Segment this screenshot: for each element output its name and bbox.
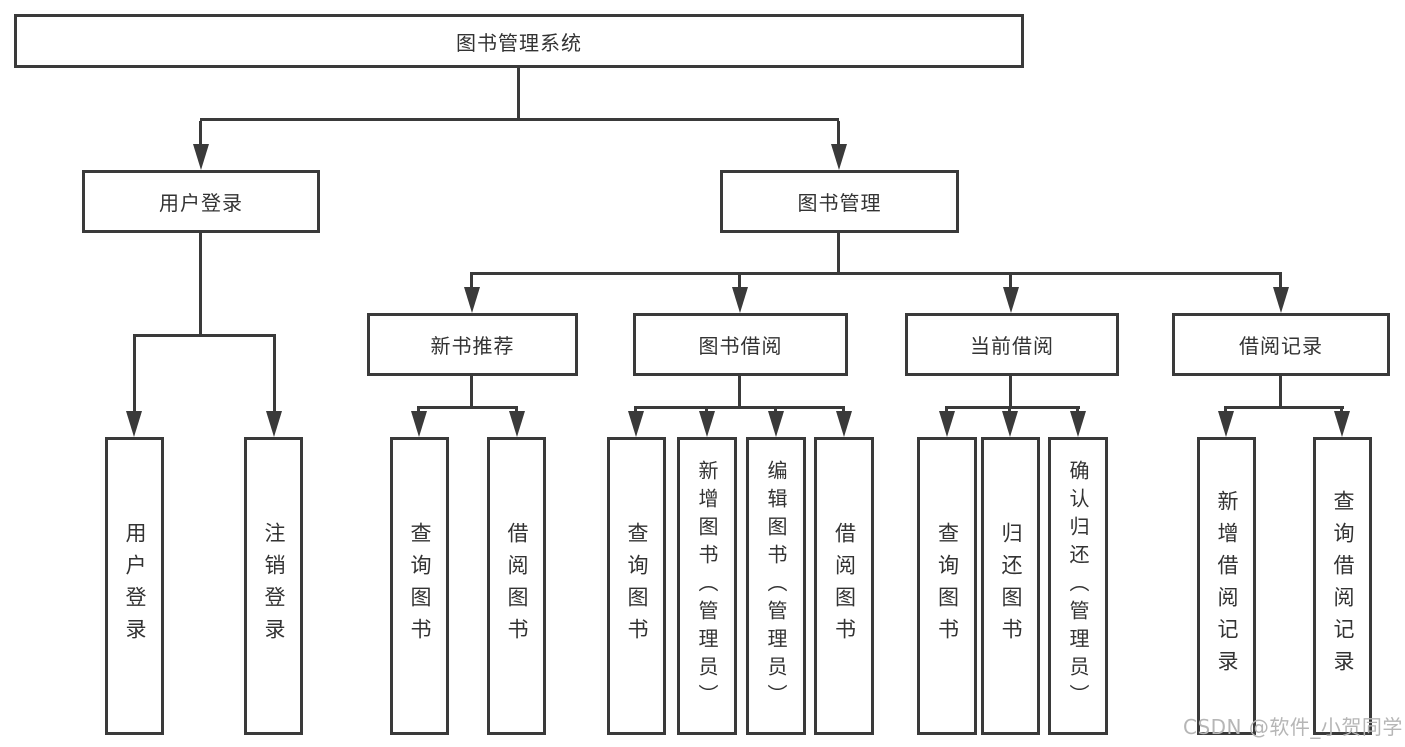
node-label: 图书管理 (797, 191, 882, 215)
node-label: 新增图书（管理员） (695, 460, 719, 712)
arrow-down-icon (732, 287, 748, 313)
node-leaf-query-borrow-record: 查询借阅记录 (1313, 437, 1372, 735)
arrow-down-icon (1003, 287, 1019, 313)
node-label: 用户登录 (123, 522, 147, 650)
arrow-down-icon (831, 144, 847, 170)
node-leaf-borrow-books-recommend: 借阅图书 (487, 437, 546, 735)
node-leaf-return-books: 归还图书 (981, 437, 1040, 735)
arrow-down-icon (509, 411, 525, 437)
node-user-login: 用户登录 (82, 170, 320, 233)
connector-arrow-shaft (470, 275, 473, 291)
node-current-borrowing: 当前借阅 (905, 313, 1119, 376)
node-leaf-add-books-admin: 新增图书（管理员） (677, 437, 737, 735)
arrow-down-icon (1002, 411, 1018, 437)
connector-arrow-shaft (273, 337, 276, 415)
connector-user-login-stem (199, 233, 202, 336)
node-label: 图书管理系统 (456, 30, 582, 55)
connector-borrowing-records-stem (1279, 376, 1282, 408)
node-leaf-logout: 注销登录 (244, 437, 303, 735)
connector-arrow-shaft (133, 337, 136, 415)
node-label: 用户登录 (159, 191, 243, 215)
arrow-down-icon (699, 411, 715, 437)
node-label: 当前借阅 (970, 334, 1054, 358)
arrow-down-icon (411, 411, 427, 437)
connector-book-mgmt-stem (837, 233, 840, 274)
node-label: 编辑图书（管理员） (764, 460, 788, 712)
node-label: 新增借阅记录 (1215, 490, 1239, 682)
connector-borrowing-records-split (1224, 406, 1344, 409)
connector-arrow-shaft (738, 275, 741, 291)
arrow-down-icon (836, 411, 852, 437)
node-label: 借阅图书 (832, 522, 857, 650)
node-label: 新书推荐 (430, 334, 515, 358)
node-root-library-management-system: 图书管理系统 (14, 14, 1024, 68)
arrow-down-icon (266, 411, 282, 437)
arrow-down-icon (193, 144, 209, 170)
node-borrowing-records: 借阅记录 (1172, 313, 1390, 376)
connector-user-login-split (133, 334, 276, 337)
connector-arrow-shaft (1009, 275, 1012, 291)
connector-book-borrowing-stem (738, 376, 741, 408)
node-label: 查询图书 (408, 522, 432, 650)
node-new-book-recommendation: 新书推荐 (367, 313, 578, 376)
node-label: 确认归还（管理员） (1066, 460, 1090, 712)
csdn-watermark: CSDN @软件_小贺同学 (1183, 715, 1403, 739)
node-label: 借阅图书 (505, 522, 529, 650)
connector-current-borrowing-stem (1009, 376, 1012, 408)
node-label: 借阅记录 (1239, 334, 1323, 358)
arrow-down-icon (628, 411, 644, 437)
arrow-down-icon (1218, 411, 1234, 437)
connector-current-borrowing-split (945, 406, 1080, 409)
arrow-down-icon (126, 411, 142, 437)
node-leaf-borrow-books-borrowing: 借阅图书 (814, 437, 874, 735)
connector-root-stem (517, 66, 520, 118)
node-leaf-add-borrow-record: 新增借阅记录 (1197, 437, 1256, 735)
connector-root-split (200, 118, 839, 121)
node-label: 查询图书 (625, 522, 649, 650)
connector-new-book-rec-stem (470, 376, 473, 408)
arrow-down-icon (464, 287, 480, 313)
node-leaf-query-books-borrowing: 查询图书 (607, 437, 666, 735)
node-leaf-edit-books-admin: 编辑图书（管理员） (746, 437, 806, 735)
connector-arrow-shaft (837, 121, 840, 148)
arrow-down-icon (1070, 411, 1086, 437)
node-label: 归还图书 (999, 522, 1023, 650)
node-book-management: 图书管理 (720, 170, 959, 233)
node-label: 查询借阅记录 (1331, 490, 1355, 682)
connector-new-book-rec-split (417, 406, 518, 409)
arrow-down-icon (768, 411, 784, 437)
connector-arrow-shaft (199, 121, 202, 148)
node-leaf-query-books-recommend: 查询图书 (390, 437, 449, 735)
node-label: 注销登录 (262, 522, 286, 650)
arrow-down-icon (939, 411, 955, 437)
node-book-borrowing: 图书借阅 (633, 313, 848, 376)
connector-arrow-shaft (1279, 275, 1282, 291)
connector-book-borrowing-split (634, 406, 845, 409)
arrow-down-icon (1273, 287, 1289, 313)
arrow-down-icon (1334, 411, 1350, 437)
node-leaf-query-books-current: 查询图书 (917, 437, 977, 735)
connector-book-mgmt-split (470, 272, 1282, 275)
node-leaf-confirm-return-admin: 确认归还（管理员） (1048, 437, 1108, 735)
node-label: 查询图书 (935, 522, 960, 650)
node-leaf-user-login: 用户登录 (105, 437, 164, 735)
node-label: 图书借阅 (698, 334, 783, 358)
